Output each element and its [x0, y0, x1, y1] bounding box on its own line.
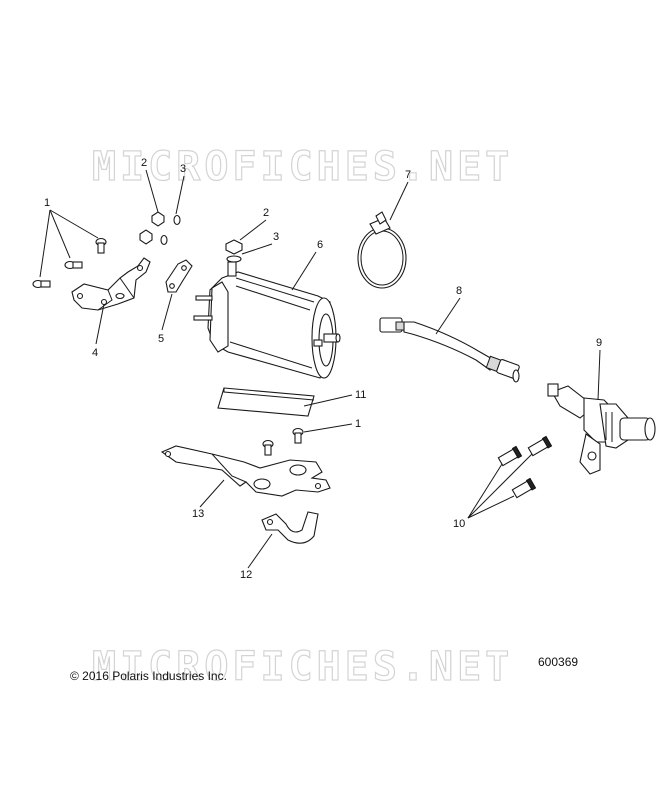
screw-c: [32, 279, 51, 289]
callout-3-top: 3: [180, 163, 186, 175]
leader-7: [389, 181, 409, 221]
hose-clamp-7: [357, 211, 407, 289]
callout-1-center: 1: [355, 418, 361, 430]
leader-10-c: [467, 495, 515, 519]
leader-1-c: [39, 209, 51, 278]
watermark-bottom: MICROFICHES.NET: [92, 644, 513, 690]
watermark-top: MICROFICHES.NET: [92, 144, 513, 190]
screw-b: [64, 260, 83, 270]
leader-9: [597, 349, 601, 401]
callout-6: 6: [317, 239, 323, 251]
callout-5: 5: [158, 333, 164, 345]
cable-8: [379, 317, 520, 383]
screw-a: [95, 237, 107, 254]
callout-4: 4: [92, 347, 98, 359]
leader-1-a: [49, 209, 99, 239]
callout-11: 11: [355, 389, 366, 401]
leader-5: [161, 293, 173, 331]
mounting-bracket-4: [71, 257, 151, 311]
washer-top: [160, 214, 181, 246]
leader-2-top: [145, 169, 159, 213]
callout-13: 13: [192, 508, 204, 520]
leader-13: [199, 479, 225, 508]
screws-center: [262, 427, 304, 456]
leader-2-motor: [239, 219, 267, 241]
screws-left: 1: [32, 197, 107, 289]
leader-3-top: [175, 175, 185, 215]
leader-4: [95, 303, 105, 345]
leader-8: [435, 297, 461, 335]
nut-top: [139, 211, 165, 245]
callout-7: 7: [405, 169, 411, 181]
leader-12: [247, 533, 273, 569]
leader-6: [291, 251, 317, 291]
callout-2-motor: 2: [263, 207, 269, 219]
callout-12: 12: [240, 569, 252, 581]
screws-10: [497, 435, 553, 499]
leader-1-center: [303, 423, 353, 433]
callout-1-left: 1: [44, 197, 50, 209]
diagram-number: 600369: [538, 655, 578, 669]
terminal-bracket-5: [165, 259, 193, 293]
nut-motor: [225, 239, 243, 255]
leader-3-motor: [241, 243, 273, 255]
callout-3-motor: 3: [273, 231, 279, 243]
callout-9: 9: [596, 337, 602, 349]
washer-motor: [226, 255, 242, 263]
leader-1-b: [49, 209, 71, 259]
starter-motor-6: [193, 261, 341, 379]
leader-10-a: [467, 463, 503, 519]
leader-11: [303, 394, 353, 407]
callout-10: 10: [453, 518, 465, 530]
pad-11: [217, 387, 315, 417]
leader-10-b: [467, 453, 533, 519]
callout-8: 8: [456, 285, 462, 297]
starter-drive-9: [547, 383, 656, 475]
copyright-text: © 2016 Polaris Industries Inc.: [70, 669, 227, 683]
callout-2-top: 2: [141, 157, 147, 169]
mounting-plate-13: [160, 445, 331, 497]
retaining-clip-12: [261, 511, 319, 544]
